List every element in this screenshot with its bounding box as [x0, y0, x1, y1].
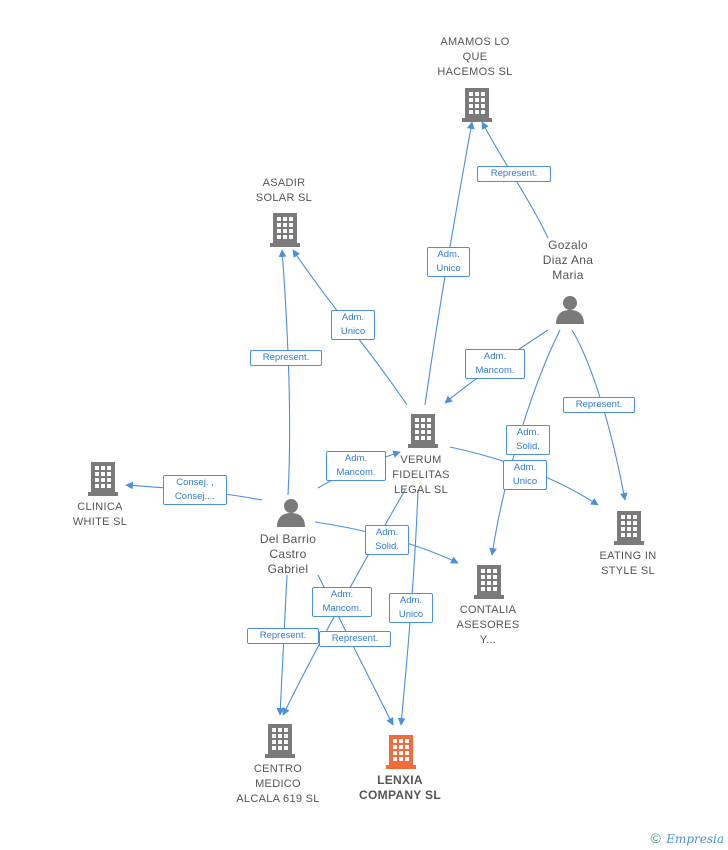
asadir-building-icon	[270, 213, 300, 247]
edge-label-adm-solid-delbarrio-contalia: Adm. Solid.	[365, 525, 409, 555]
centro-line-1: CENTRO	[253, 763, 303, 775]
amamos-line-2: QUE	[462, 51, 488, 63]
edge-label-represent-delbarrio-centro: Represent.	[247, 628, 319, 644]
edge-label-line: Adm.	[399, 595, 423, 606]
centro-line-2: MEDICO	[255, 778, 301, 790]
amamos-line-3: HACEMOS SL	[437, 66, 513, 78]
footer-brand[interactable]: © Empresia	[651, 830, 724, 846]
edge-label-represent-gozalo-eating: Represent.	[563, 397, 635, 413]
edge-label-adm-mancom-delbarrio-verum: Adm. Mancom.	[326, 451, 386, 481]
centro-line-3: ALCALA 619 SL	[236, 793, 320, 805]
edge-label-consej-delbarrio-clinica: Consej. , Consej....	[163, 475, 227, 505]
eating-line-1: EATING IN	[599, 550, 657, 562]
node-asadir-label[interactable]: ASADIR SOLAR SL	[224, 176, 344, 206]
asadir-line-2: SOLAR SL	[255, 192, 313, 204]
edge-label-line: Mancom.	[475, 365, 515, 376]
edge-label-line: Adm.	[330, 589, 354, 600]
delbarrio-line-2: Castro	[269, 547, 307, 561]
edge-gozalo-eating	[571, 329, 628, 501]
edge-label-line: Mancom.	[336, 467, 376, 478]
clinica-building-icon	[88, 462, 118, 496]
edge-label-line: Adm.	[513, 462, 537, 473]
node-gozalo-label[interactable]: Gozalo Diaz Ana Maria	[508, 238, 628, 283]
verum-building-icon	[408, 414, 438, 448]
edge-label-line: Mancom.	[322, 603, 362, 614]
edge-label-line: Adm.	[437, 249, 460, 260]
amamos-building-icon	[462, 88, 492, 122]
verum-line-1: VERUM	[400, 454, 442, 466]
edge-label-represent-delbarrio-asadir: Represent.	[250, 350, 322, 366]
copyright-icon: ©	[650, 830, 661, 846]
node-eating-label[interactable]: EATING IN STYLE SL	[568, 549, 688, 579]
contalia-line-2: ASESORES	[456, 619, 520, 631]
contalia-line-3: Y...	[479, 634, 497, 646]
delbarrio-line-3: Gabriel	[267, 562, 309, 576]
edge-label-line: Solid.	[375, 541, 399, 552]
edge-label-line: Adm.	[375, 527, 399, 538]
edge-label-adm-solid-gozalo-contalia: Adm. Solid.	[506, 425, 550, 455]
contalia-building-icon	[474, 565, 504, 599]
node-centro-label[interactable]: CENTRO MEDICO ALCALA 619 SL	[218, 762, 338, 807]
edge-label-adm-unico-verum-lenxia: Adm. Unico	[389, 593, 433, 623]
edge-label-line: Represent.	[262, 352, 310, 363]
gozalo-line-2: Diaz Ana	[542, 253, 594, 267]
node-verum-label[interactable]: VERUM FIDELITAS LEGAL SL	[361, 453, 481, 498]
brand-name: Empresia	[666, 832, 724, 846]
edge-label-represent-delbarrio-lenxia: Represent.	[319, 631, 391, 647]
edge-label-line: Represent.	[490, 168, 538, 179]
edge-label-line: Represent.	[259, 630, 307, 641]
edge-label-line: Adm.	[483, 351, 507, 362]
verum-line-3: LEGAL SL	[394, 484, 448, 496]
amamos-line-1: AMAMOS LO	[440, 36, 510, 48]
delbarrio-person-icon	[277, 499, 305, 527]
lenxia-line-1: LENXIA	[377, 773, 423, 787]
asadir-line-1: ASADIR	[262, 177, 306, 189]
edge-label-line: Unico	[340, 326, 366, 337]
clinica-line-1: CLINICA	[77, 501, 123, 513]
edge-label-line: Unico	[398, 609, 424, 620]
edge-label-line: Adm.	[344, 453, 368, 464]
edge-label-line: Solid.	[516, 441, 540, 452]
edge-label-represent-gozalo-amamos: Represent.	[477, 166, 551, 182]
edge-label-adm-unico-verum-eating: Adm. Unico	[503, 460, 547, 490]
edge-label-line: Consej....	[174, 491, 216, 502]
clinica-line-2: WHITE SL	[72, 516, 128, 528]
delbarrio-line-1: Del Barrio	[259, 532, 317, 546]
centro-building-icon	[265, 724, 295, 758]
lenxia-building-icon	[386, 735, 416, 769]
node-delbarrio-label[interactable]: Del Barrio Castro Gabriel	[228, 532, 348, 577]
eating-building-icon	[614, 511, 644, 545]
gozalo-line-3: Maria	[552, 268, 584, 282]
lenxia-line-2: COMPANY SL	[359, 788, 441, 802]
edge-label-line: Unico	[512, 476, 538, 487]
edge-label-adm-unico-verum-amamos: Adm. Unico	[427, 247, 470, 277]
node-amamos-label[interactable]: AMAMOS LO QUE HACEMOS SL	[415, 35, 535, 80]
edge-label-line: Adm.	[516, 427, 540, 438]
gozalo-person-icon	[556, 296, 584, 324]
edge-label-adm-mancom-delbarrio-centro: Adm. Mancom.	[312, 587, 372, 617]
edge-label-line: Represent.	[575, 399, 623, 410]
gozalo-line-1: Gozalo	[548, 238, 588, 252]
edge-label-line: Represent.	[331, 633, 379, 644]
edge-delbarrio-centro	[276, 574, 288, 716]
node-contalia-label[interactable]: CONTALIA ASESORES Y...	[428, 603, 548, 648]
edge-delbarrio-asadir	[278, 249, 291, 496]
eating-line-2: STYLE SL	[601, 565, 655, 577]
node-lenxia-label[interactable]: LENXIA COMPANY SL	[340, 773, 460, 803]
contalia-line-1: CONTALIA	[459, 604, 517, 616]
node-clinica-label[interactable]: CLINICA WHITE SL	[40, 500, 160, 530]
edge-label-adm-mancom-gozalo-verum: Adm. Mancom.	[465, 349, 525, 379]
edge-label-line: Unico	[436, 263, 461, 274]
edge-label-line: Consej. ,	[176, 477, 214, 488]
verum-line-2: FIDELITAS	[392, 469, 450, 481]
edge-label-line: Adm.	[341, 312, 365, 323]
edge-label-adm-unico-verum-asadir: Adm. Unico	[331, 310, 375, 340]
